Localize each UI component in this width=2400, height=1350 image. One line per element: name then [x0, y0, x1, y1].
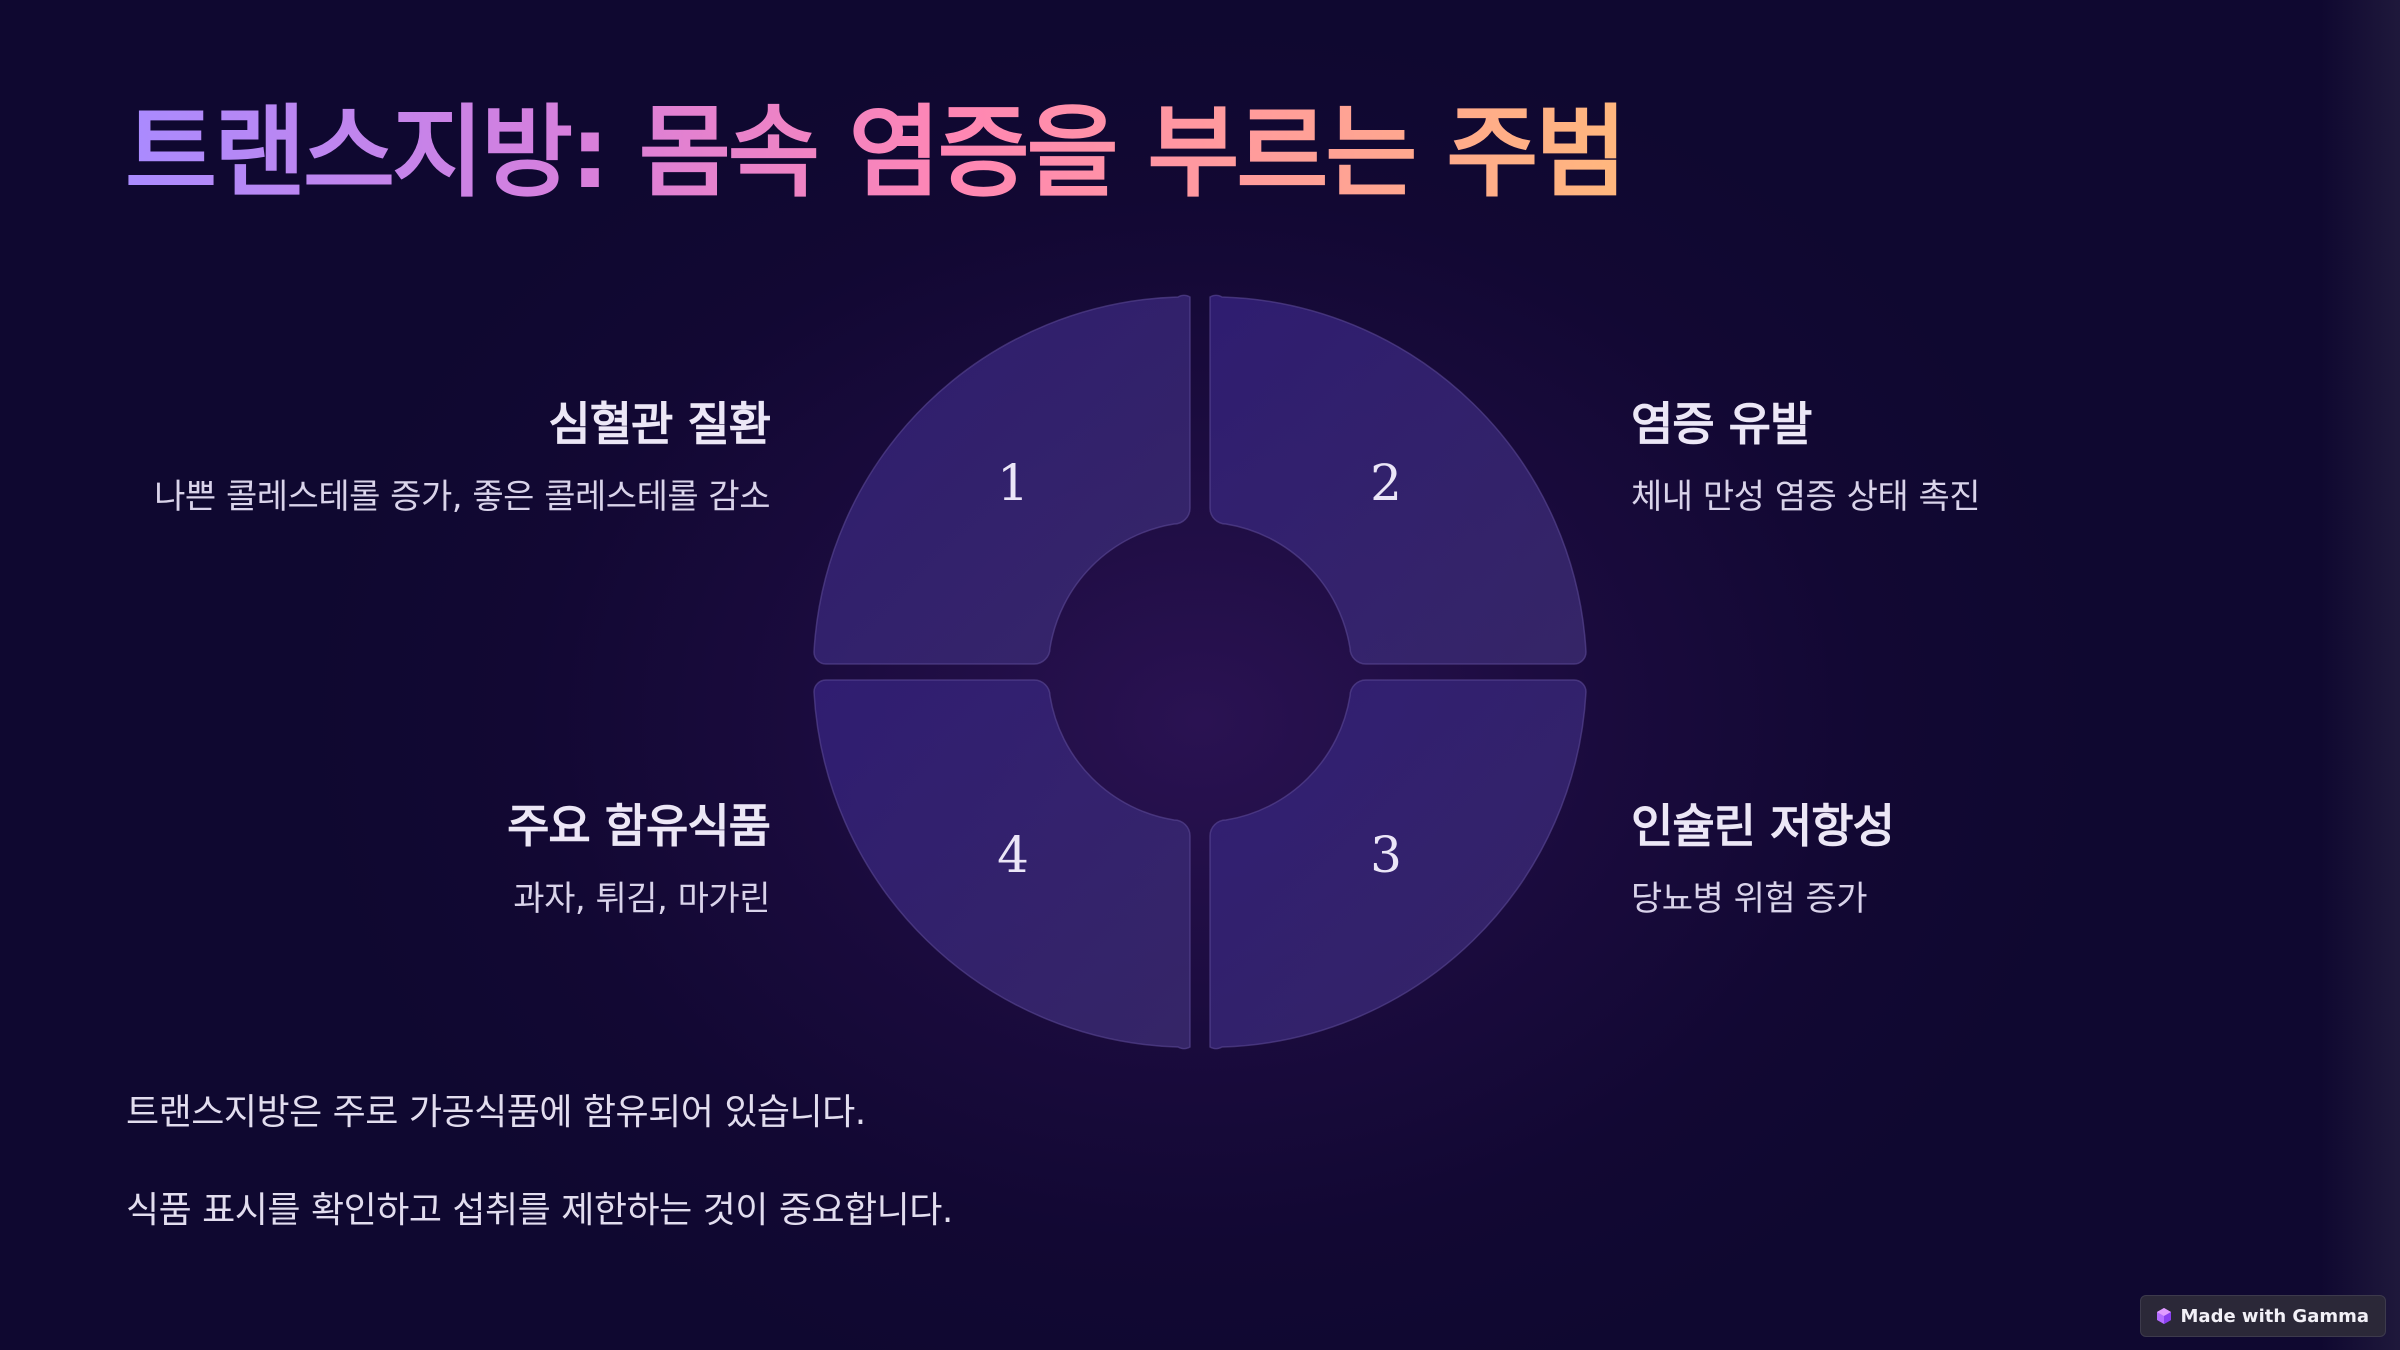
item-1-title: 심혈관 질환 — [548, 397, 771, 451]
segment-3 — [1209, 679, 1587, 1050]
page-title: 트랜스지방: 몸속 염증을 부르는 주범 — [125, 88, 1627, 218]
item-2: 염증 유발 체내 만성 염증 상태 촉진 — [1631, 394, 2331, 520]
item-4-description: 과자, 튀김, 마가린 — [513, 879, 770, 919]
segment-4 — [813, 679, 1191, 1050]
note-1: 트랜스지방은 주로 가공식품에 함유되어 있습니다. — [126, 1092, 866, 1133]
segment-4-number: 4 — [997, 826, 1029, 884]
item-4: 주요 함유식품 과자, 튀김, 마가린 — [70, 796, 771, 922]
segment-1 — [813, 294, 1191, 665]
item-2-description: 체내 만성 염증 상태 촉진 — [1631, 477, 1981, 517]
item-1: 심혈관 질환 나쁜 콜레스테롤 증가, 좋은 콜레스테롤 감소 — [70, 394, 771, 520]
item-3-description: 당뇨병 위험 증가 — [1631, 879, 1868, 919]
item-1-description: 나쁜 콜레스테롤 증가, 좋은 콜레스테롤 감소 — [154, 477, 770, 517]
segment-2-number: 2 — [1370, 454, 1402, 512]
segment-2 — [1209, 294, 1587, 665]
item-2-title: 염증 유발 — [1631, 397, 1812, 451]
item-4-title: 주요 함유식품 — [507, 799, 771, 853]
badge-label: Made with Gamma — [2180, 1305, 2369, 1327]
segment-3-number: 3 — [1370, 826, 1402, 884]
note-2: 식품 표시를 확인하고 섭취를 제한하는 것이 중요합니다. — [126, 1190, 953, 1231]
item-3: 인슐린 저항성 당뇨병 위험 증가 — [1631, 796, 2331, 922]
gamma-logo-icon — [2156, 1308, 2171, 1324]
item-3-title: 인슐린 저항성 — [1631, 799, 1895, 853]
segment-1-number: 1 — [997, 454, 1029, 512]
made-with-gamma-badge[interactable]: Made with Gamma — [2139, 1295, 2386, 1337]
